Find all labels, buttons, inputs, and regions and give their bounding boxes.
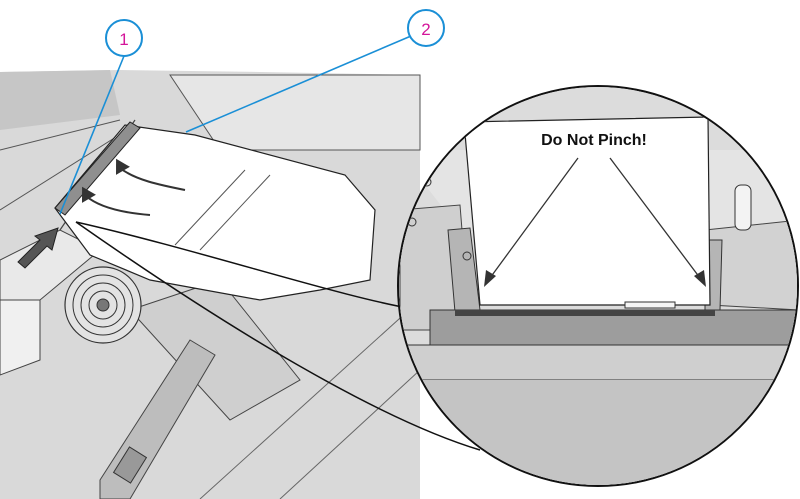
- magnified-detail-view: [75, 85, 799, 487]
- warning-label: Do Not Pinch!: [541, 132, 647, 149]
- callout-2-number: 2: [421, 20, 430, 39]
- label-paper-zoomed: [463, 116, 711, 306]
- leader-line-2: [185, 35, 412, 133]
- callout-2-circle: [407, 9, 445, 47]
- feed-direction-arrows: [82, 158, 186, 216]
- slot-window: [734, 184, 752, 231]
- push-arrow-icon: [17, 227, 59, 269]
- callout-1: 1: [59, 19, 143, 215]
- leader-line-1: [59, 55, 125, 215]
- do-not-pinch-warning: Do Not Pinch!: [484, 132, 706, 287]
- fan-icon: [64, 266, 142, 344]
- callout-1-number: 1: [119, 30, 128, 49]
- callout-1-circle: [105, 19, 143, 57]
- callout-2: 2: [185, 9, 445, 133]
- label-paper-left: [54, 121, 376, 301]
